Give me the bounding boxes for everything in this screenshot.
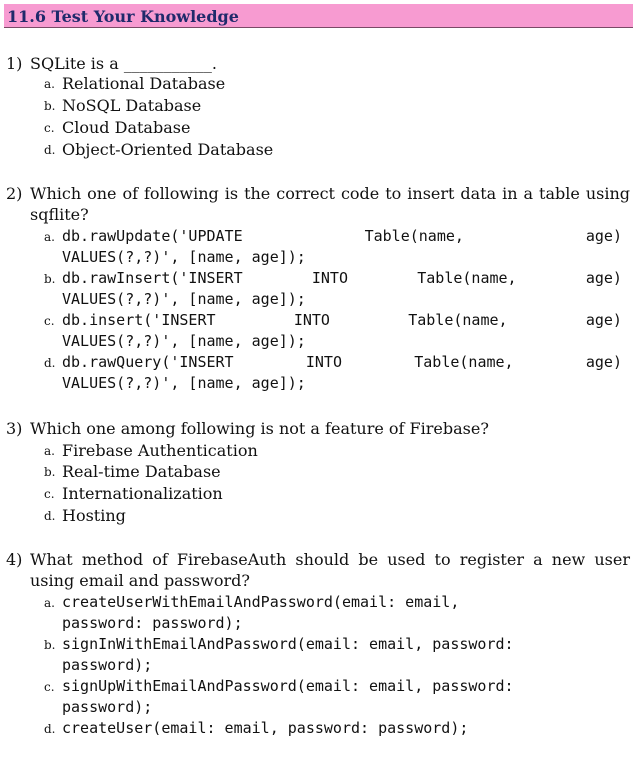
code-line-2: password);: [62, 656, 153, 674]
option-letter: c.: [44, 680, 55, 694]
code-token: INTO: [293, 311, 330, 329]
option-text: Object-Oriented Database: [62, 140, 274, 159]
q2-option-d[interactable]: d. db.rawQuery('INSERT INTO Table(name, …: [44, 352, 622, 394]
q4-option-d[interactable]: d. createUser(email: email, password: pa…: [44, 718, 622, 739]
code-line-1: db.insert('INSERT INTO Table(name, age): [62, 310, 622, 331]
option-letter: c.: [44, 121, 55, 135]
option-letter: a.: [44, 77, 55, 91]
section-heading-bar: 11.6 Test Your Knowledge: [4, 4, 633, 28]
code-token: Table(name,: [414, 353, 514, 371]
q4-option-c[interactable]: c. signUpWithEmailAndPassword(email: ema…: [44, 676, 622, 718]
option-text: Hosting: [62, 506, 126, 525]
option-letter: b.: [44, 638, 56, 652]
question-text: SQLite is a ___________.: [30, 54, 217, 73]
code-token: age): [585, 269, 622, 287]
code-line-2: VALUES(?,?)', [name, age]);: [62, 248, 306, 266]
q3-option-c[interactable]: c. Internationalization: [44, 483, 622, 505]
code-token: INTO: [305, 353, 342, 371]
option-letter: b.: [44, 99, 56, 113]
option-letter: d.: [44, 722, 56, 736]
q1-option-a[interactable]: a. Relational Database: [44, 73, 622, 95]
question-text: Which one of following is the correct co…: [30, 184, 630, 224]
question-number: 4): [6, 550, 23, 569]
question-number: 1): [6, 54, 23, 73]
question-text: Which one among following is not a featu…: [30, 419, 489, 438]
option-text: Internationalization: [62, 484, 223, 503]
code-line-2: password: password);: [62, 614, 243, 632]
option-letter: a.: [44, 230, 55, 244]
code-token: Table(name,: [408, 311, 508, 329]
code-token: db.rawUpdate('UPDATE: [62, 227, 243, 245]
option-letter: b.: [44, 272, 56, 286]
code-line-1: db.rawInsert('INSERT INTO Table(name, ag…: [62, 268, 622, 289]
code-token: age): [585, 311, 622, 329]
code-token: age): [585, 227, 622, 245]
code-token: age): [585, 353, 622, 371]
option-letter: d.: [44, 509, 56, 523]
option-text: Real-time Database: [62, 462, 221, 481]
option-letter: c.: [44, 314, 55, 328]
code-token: db.rawInsert('INSERT: [62, 269, 243, 287]
q2-option-c[interactable]: c. db.insert('INSERT INTO Table(name, ag…: [44, 310, 622, 352]
code-line-1: signInWithEmailAndPassword(email: email,…: [62, 635, 514, 653]
q3-option-a[interactable]: a. Firebase Authentication: [44, 440, 622, 462]
q4-option-a[interactable]: a. createUserWithEmailAndPassword(email:…: [44, 592, 622, 634]
code-line-1: createUser(email: email, password: passw…: [62, 719, 469, 737]
option-letter: c.: [44, 487, 55, 501]
option-text: Cloud Database: [62, 118, 191, 137]
code-line-1: db.rawQuery('INSERT INTO Table(name, age…: [62, 352, 622, 373]
question-number: 2): [6, 184, 23, 203]
code-line-1: signUpWithEmailAndPassword(email: email,…: [62, 677, 514, 695]
question-text: What method of FirebaseAuth should be us…: [30, 550, 630, 590]
option-letter: a.: [44, 596, 55, 610]
option-letter: d.: [44, 143, 56, 157]
code-token: db.insert('INSERT: [62, 311, 216, 329]
q2-option-a[interactable]: a. db.rawUpdate('UPDATE Table(name, age)…: [44, 226, 622, 268]
question-number: 3): [6, 419, 23, 438]
option-text: NoSQL Database: [62, 96, 202, 115]
option-letter: a.: [44, 444, 55, 458]
option-letter: b.: [44, 465, 56, 479]
q1-option-d[interactable]: d. Object-Oriented Database: [44, 139, 622, 161]
section-heading: 11.6 Test Your Knowledge: [7, 7, 239, 26]
option-letter: d.: [44, 356, 56, 370]
code-line-2: password);: [62, 698, 153, 716]
code-line-2: VALUES(?,?)', [name, age]);: [62, 374, 306, 392]
code-token: Table(name,: [417, 269, 517, 287]
code-token: db.rawQuery('INSERT: [62, 353, 234, 371]
q1-option-c[interactable]: c. Cloud Database: [44, 117, 622, 139]
code-line-2: VALUES(?,?)', [name, age]);: [62, 290, 306, 308]
q4-option-b[interactable]: b. signInWithEmailAndPassword(email: ema…: [44, 634, 622, 676]
code-line-1: db.rawUpdate('UPDATE Table(name, age): [62, 226, 622, 247]
q2-option-b[interactable]: b. db.rawInsert('INSERT INTO Table(name,…: [44, 268, 622, 310]
option-text: Firebase Authentication: [62, 441, 258, 460]
code-token: Table(name,: [364, 227, 464, 245]
code-token: INTO: [311, 269, 348, 287]
code-line-1: createUserWithEmailAndPassword(email: em…: [62, 593, 460, 611]
q3-option-d[interactable]: d. Hosting: [44, 505, 622, 527]
option-text: Relational Database: [62, 74, 226, 93]
q3-option-b[interactable]: b. Real-time Database: [44, 461, 622, 483]
q1-option-b[interactable]: b. NoSQL Database: [44, 95, 622, 117]
code-line-2: VALUES(?,?)', [name, age]);: [62, 332, 306, 350]
